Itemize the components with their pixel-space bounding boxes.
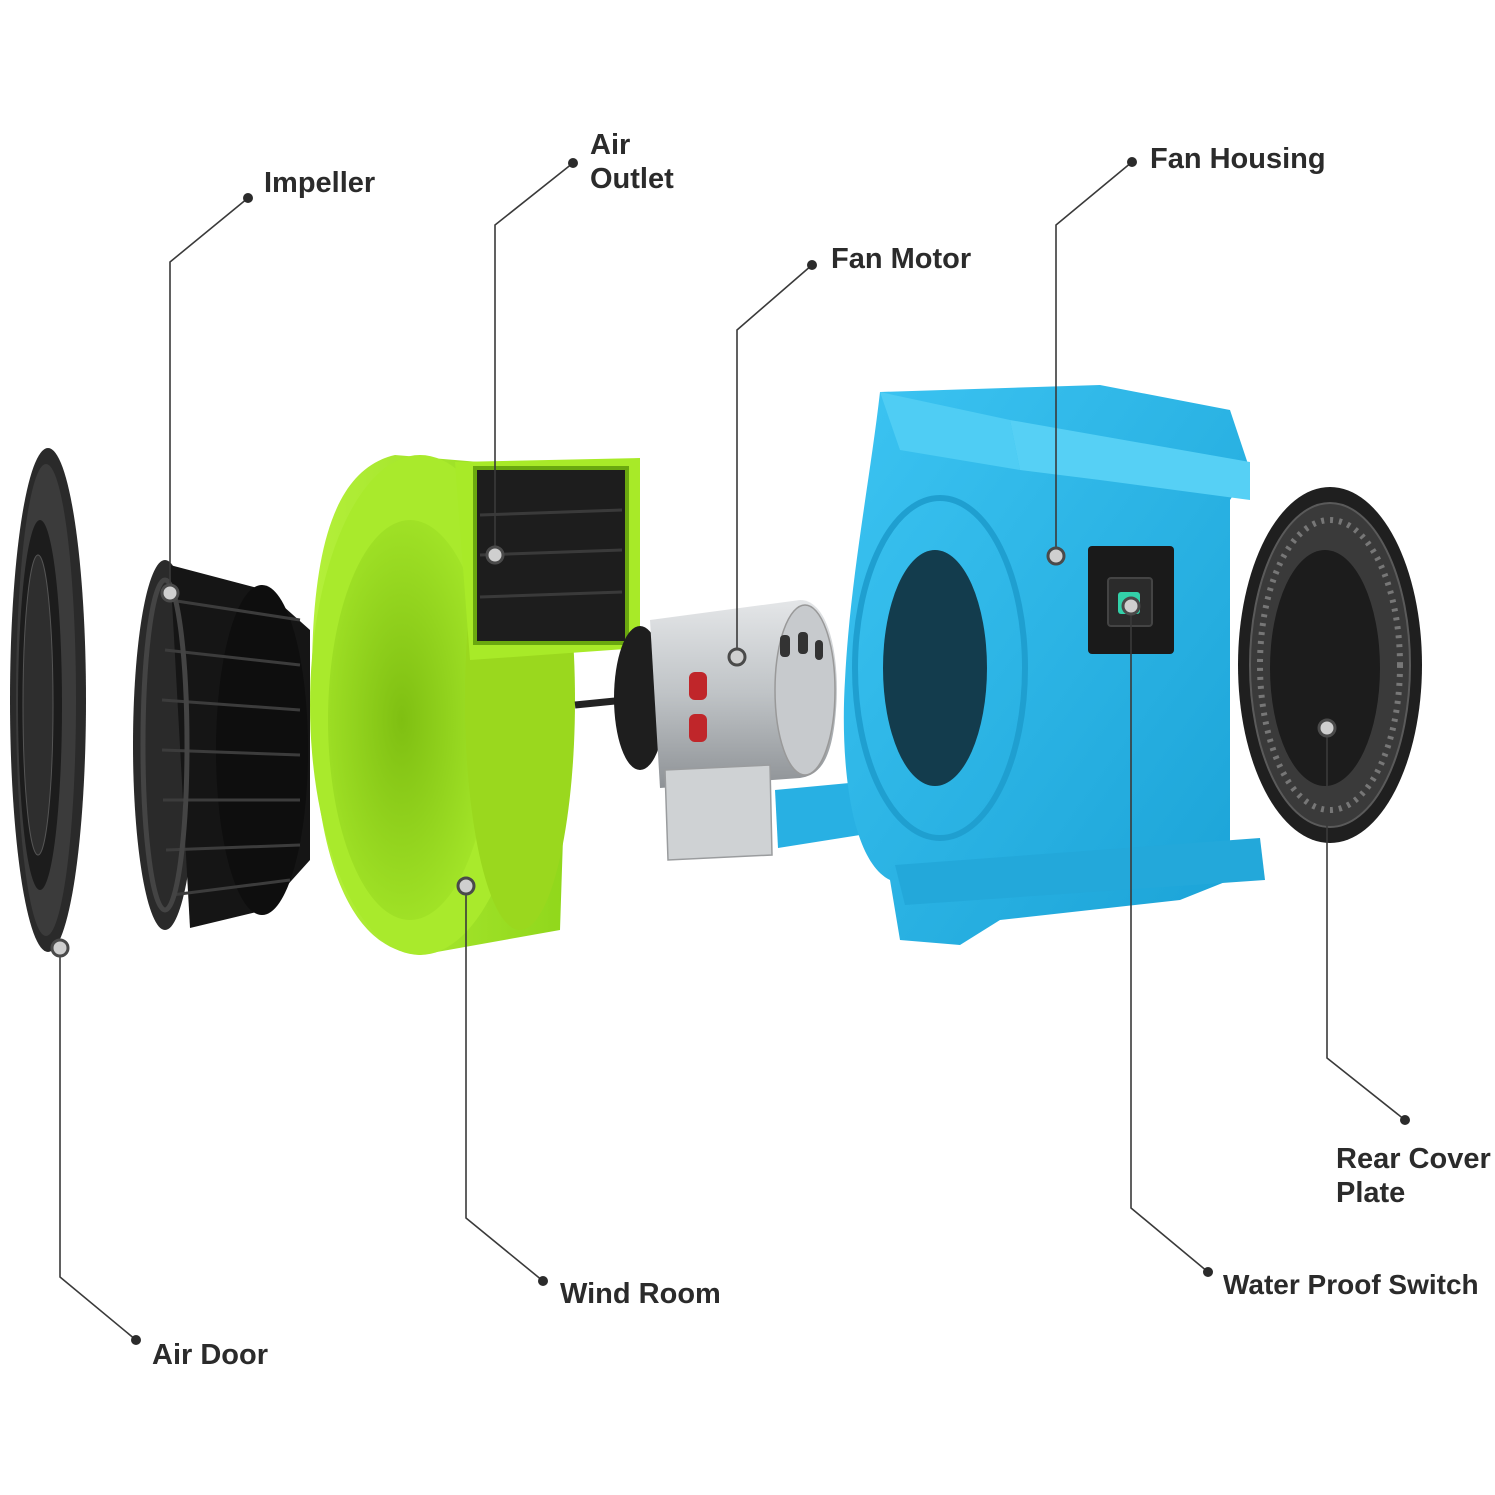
fan-housing-leader xyxy=(1055,161,1133,556)
wind-room-part xyxy=(310,455,640,955)
wind-room-leader-end xyxy=(538,1276,548,1286)
impeller-leader-end xyxy=(243,193,253,203)
air-outlet-label-line-2: Outlet xyxy=(590,163,674,195)
air-door-marker xyxy=(50,938,70,958)
rear-cover-plate-part xyxy=(1238,487,1422,843)
water-proof-switch-leader xyxy=(1130,606,1209,1273)
air-outlet-leader xyxy=(494,162,574,555)
fan-housing-part xyxy=(775,385,1265,945)
rear-cover-plate-leader xyxy=(1326,728,1406,1121)
water-proof-switch-marker xyxy=(1121,596,1141,616)
fan-housing-leader-end xyxy=(1127,157,1137,167)
fan-motor-marker xyxy=(727,647,747,667)
air-door-leader xyxy=(59,948,137,1341)
rear-cover-plate-label-line-1: Rear Cover xyxy=(1336,1143,1491,1175)
air-door-part xyxy=(10,448,86,952)
rear-cover-plate-label: Rear Cover Plate xyxy=(1336,1142,1491,1210)
wind-room-marker xyxy=(456,876,476,896)
wind-room-leader xyxy=(465,886,544,1282)
rear-cover-plate-marker xyxy=(1317,718,1337,738)
fan-motor-leader-end xyxy=(807,260,817,270)
air-outlet-marker xyxy=(485,545,505,565)
fan-housing-label: Fan Housing xyxy=(1150,143,1326,175)
impeller-part xyxy=(133,560,310,930)
impeller-leader xyxy=(169,197,249,593)
air-outlet-label: Air Outlet xyxy=(590,128,674,196)
fan-motor-part xyxy=(574,600,837,861)
air-door-leader-end xyxy=(131,1335,141,1345)
air-outlet-leader-end xyxy=(568,158,578,168)
impeller-label: Impeller xyxy=(264,167,376,199)
rear-cover-plate-label-line-2: Plate xyxy=(1336,1177,1406,1209)
fan-motor-leader xyxy=(736,264,813,657)
rear-cover-plate-leader-end xyxy=(1400,1115,1410,1125)
fan-housing-marker xyxy=(1046,546,1066,566)
air-outlet-label-line-1: Air xyxy=(590,129,631,161)
leader-lines xyxy=(50,157,1410,1345)
impeller-marker xyxy=(160,583,180,603)
wind-room-label: Wind Room xyxy=(560,1278,721,1310)
water-proof-switch-leader-end xyxy=(1203,1267,1213,1277)
fan-motor-label: Fan Motor xyxy=(831,243,972,275)
water-proof-switch-label: Water Proof Switch xyxy=(1223,1269,1479,1300)
air-door-label: Air Door xyxy=(152,1339,268,1371)
